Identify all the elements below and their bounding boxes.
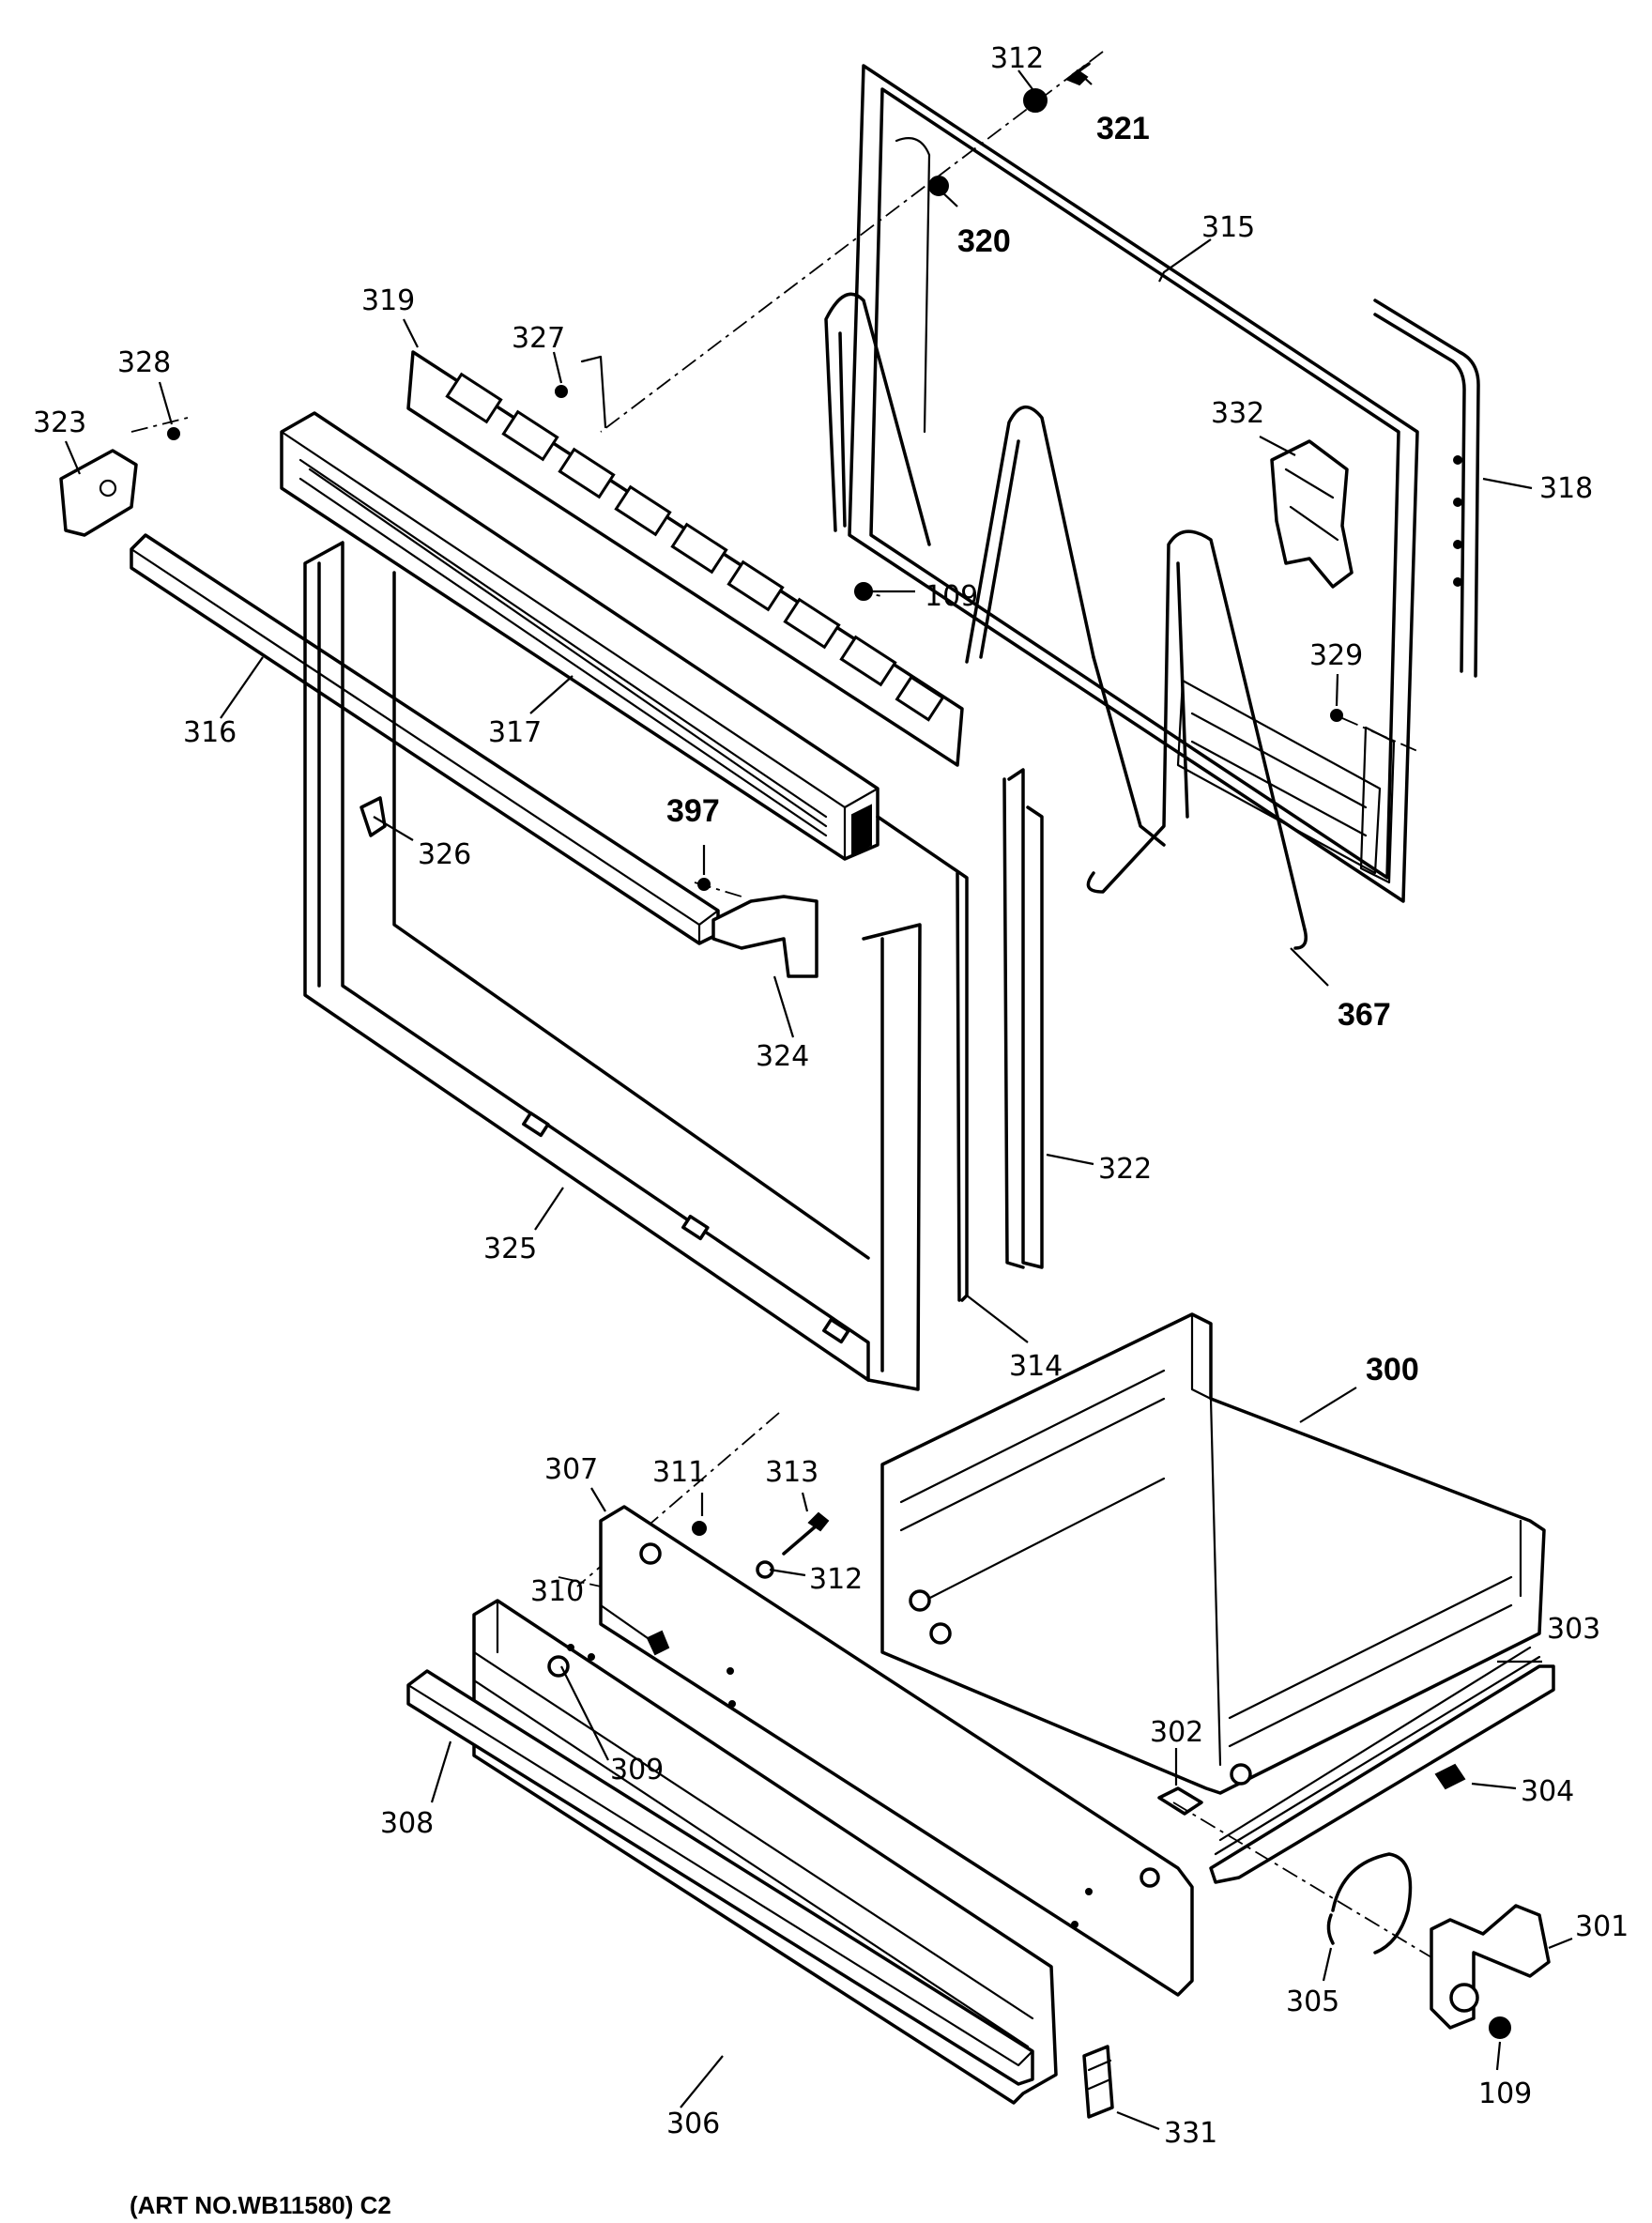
label-302: 302 bbox=[1150, 1716, 1203, 1749]
label-324: 324 bbox=[756, 1040, 809, 1073]
label-300: 300 bbox=[1366, 1352, 1419, 1387]
drawer-handle-308 bbox=[406, 1669, 1034, 2086]
door-channel-322 bbox=[1002, 768, 1044, 1269]
label-306: 306 bbox=[666, 2108, 720, 2140]
alignment-lines-upper bbox=[130, 51, 1418, 897]
label-316: 316 bbox=[183, 716, 237, 749]
label-327: 327 bbox=[512, 322, 565, 355]
alignment-lines-lower bbox=[558, 1412, 1432, 1958]
label-328: 328 bbox=[117, 346, 171, 379]
label-309: 309 bbox=[610, 1754, 664, 1786]
label-315: 315 bbox=[1201, 211, 1255, 244]
label-326: 326 bbox=[418, 838, 471, 871]
insulation-332 bbox=[1270, 439, 1354, 589]
drawer-body-300 bbox=[880, 1312, 1546, 1795]
label-325: 325 bbox=[483, 1233, 537, 1265]
label-303: 303 bbox=[1547, 1613, 1600, 1646]
oven-rack-wires-367 bbox=[824, 292, 1308, 950]
leader-lines bbox=[64, 69, 1573, 2131]
label-312-bottom: 312 bbox=[809, 1563, 863, 1596]
roller-302 bbox=[1157, 1786, 1203, 1816]
clip-310 bbox=[646, 1630, 670, 1656]
vent-trim-317 bbox=[280, 411, 880, 861]
label-323: 323 bbox=[33, 406, 86, 439]
drawer-bracket-301 bbox=[1430, 1904, 1551, 2039]
label-331: 331 bbox=[1164, 2117, 1217, 2150]
clip-304 bbox=[1434, 1763, 1466, 1790]
clip-326 bbox=[359, 796, 387, 837]
hinge-bracket-323 bbox=[59, 449, 138, 537]
bracket-331 bbox=[1082, 2045, 1114, 2119]
label-367: 367 bbox=[1338, 997, 1391, 1033]
label-301: 301 bbox=[1575, 1910, 1629, 1943]
label-317: 317 bbox=[488, 716, 542, 749]
label-397: 397 bbox=[666, 793, 720, 829]
label-320: 320 bbox=[957, 223, 1011, 259]
label-310: 310 bbox=[530, 1575, 584, 1608]
door-inner-panel-315 bbox=[848, 64, 1419, 903]
label-332: 332 bbox=[1211, 397, 1264, 430]
drawer-front-panel-307 bbox=[599, 1505, 1194, 1997]
label-314: 314 bbox=[1009, 1350, 1063, 1383]
label-307: 307 bbox=[544, 1453, 598, 1486]
door-gasket-318 bbox=[1373, 299, 1480, 678]
label-321: 321 bbox=[1096, 111, 1150, 146]
label-308: 308 bbox=[380, 1807, 434, 1840]
door-frame-325 bbox=[303, 541, 922, 1391]
door-glass-314 bbox=[876, 815, 969, 1302]
label-109-bottom: 109 bbox=[1478, 2077, 1532, 2110]
label-311: 311 bbox=[652, 1456, 706, 1489]
label-329: 329 bbox=[1309, 639, 1363, 672]
part-labels: 312 321 320 315 319 327 328 323 332 318 … bbox=[33, 42, 1629, 2150]
spring-305 bbox=[1326, 1852, 1413, 1955]
vent-frame-319 bbox=[406, 350, 964, 767]
label-109-top: 109 bbox=[925, 580, 978, 613]
label-319: 319 bbox=[361, 284, 415, 317]
label-322: 322 bbox=[1098, 1153, 1152, 1186]
label-313: 313 bbox=[765, 1456, 818, 1489]
art-number-caption: (ART NO.WB11580) C2 bbox=[130, 2191, 391, 2219]
label-304: 304 bbox=[1521, 1775, 1574, 1808]
drawer-slide-303 bbox=[1209, 1646, 1555, 1884]
label-305: 305 bbox=[1286, 1985, 1339, 2018]
label-312-top: 312 bbox=[990, 42, 1044, 75]
label-318: 318 bbox=[1539, 472, 1593, 505]
handle-end-cap-324 bbox=[711, 895, 818, 978]
